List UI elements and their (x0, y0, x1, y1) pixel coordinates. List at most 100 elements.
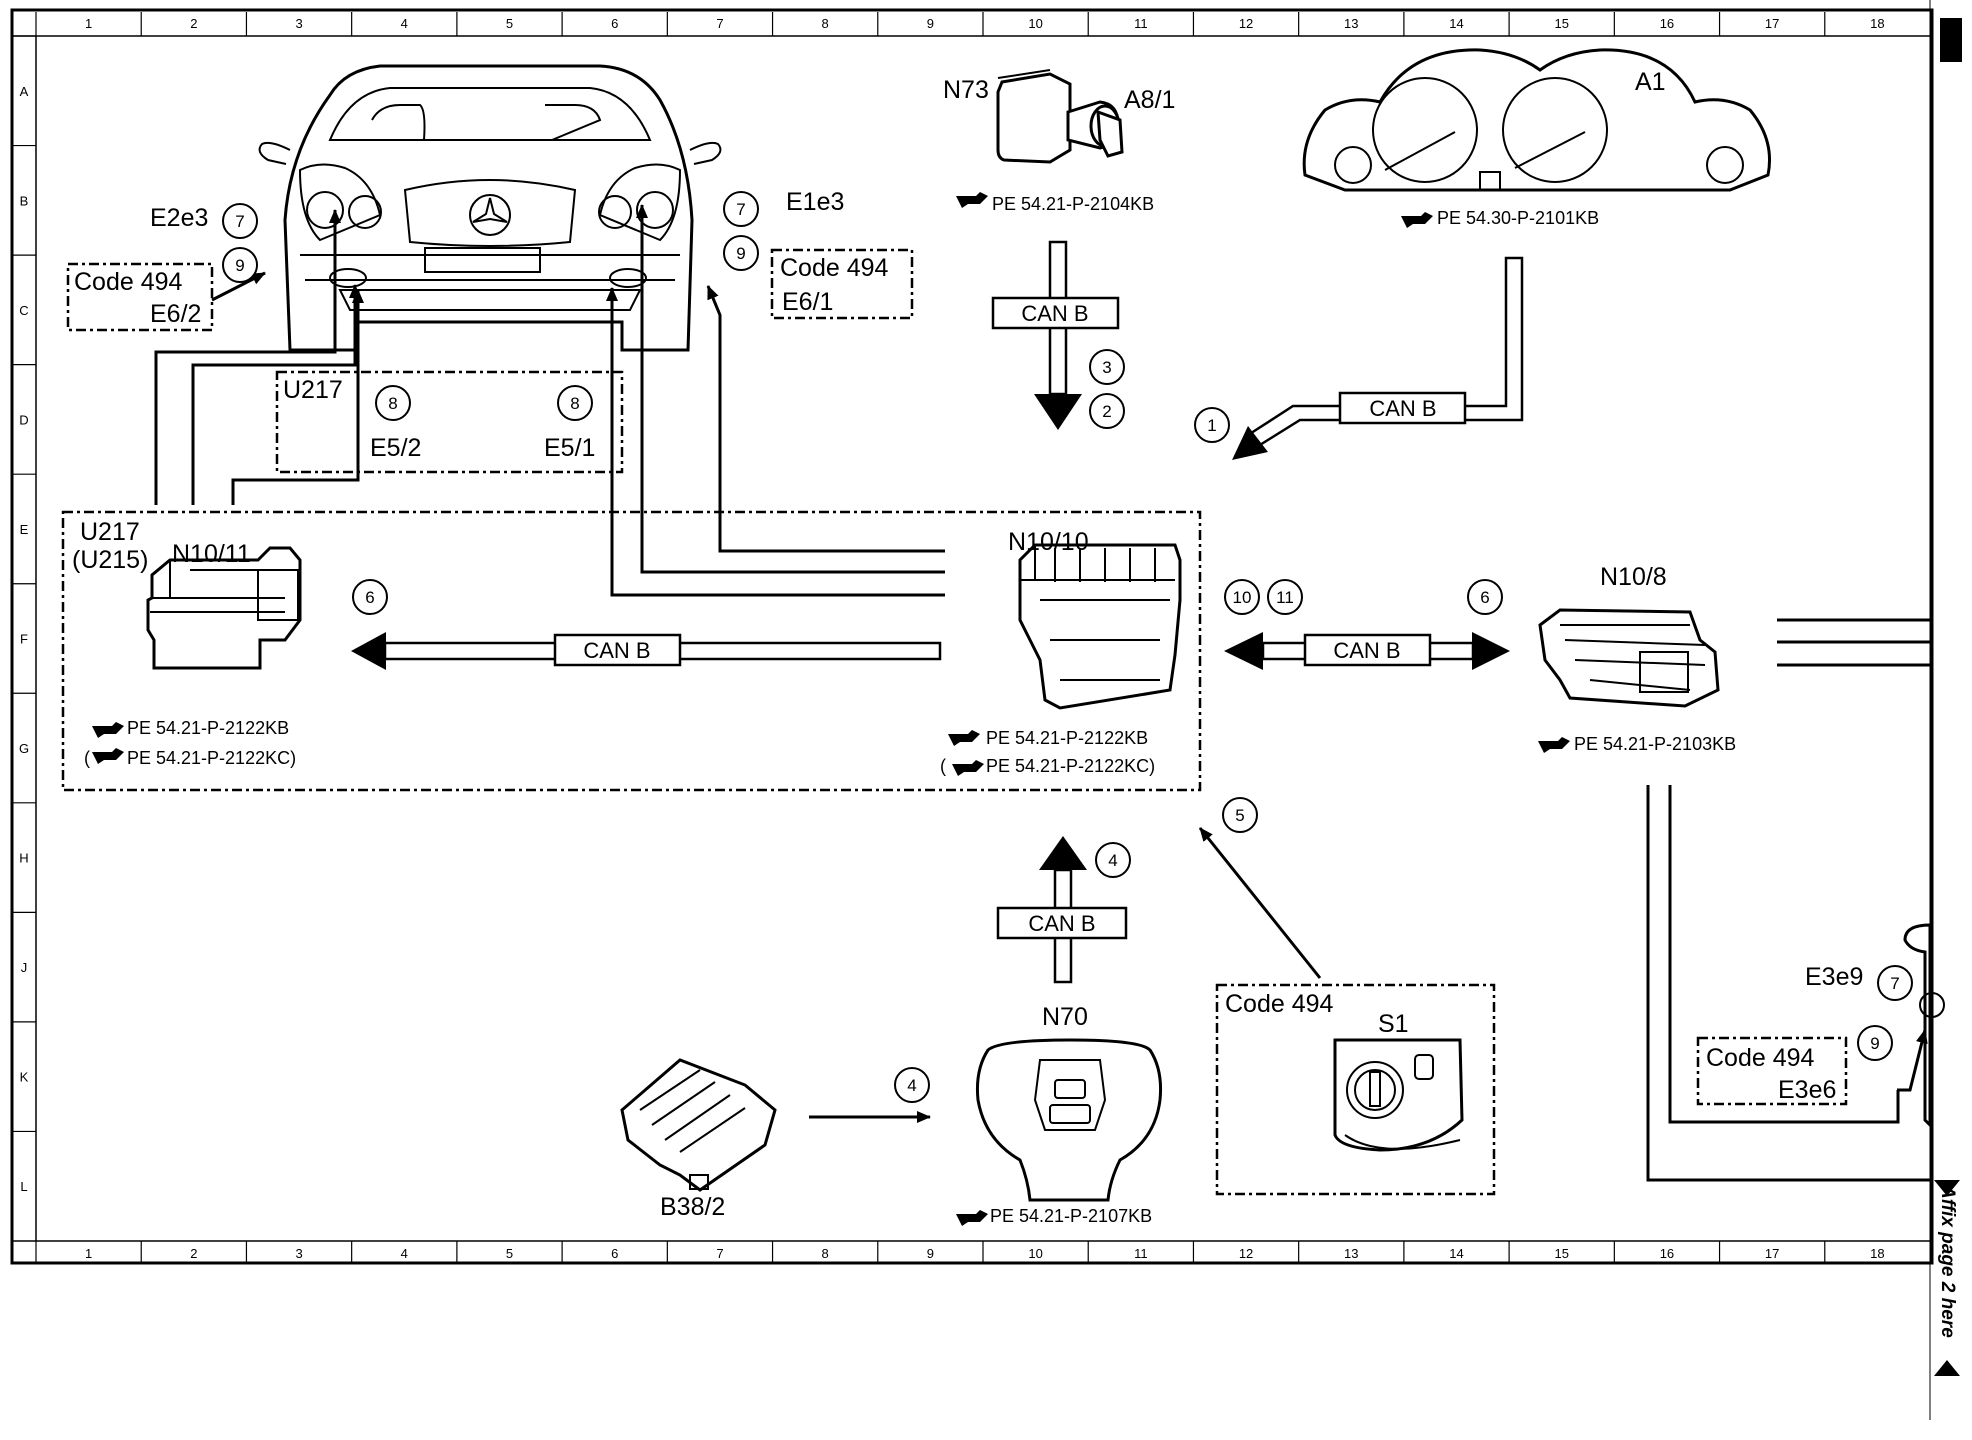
ref-n73: PE 54.21-P-2104KB (992, 194, 1154, 214)
marker-9: 9 (1870, 1034, 1879, 1053)
grid-column-label: 8 (822, 16, 829, 31)
label-code-494: Code 494 (1225, 990, 1334, 1018)
grid-column-label: 6 (611, 16, 618, 31)
affix-note: Affix page 2 here (1937, 1184, 1958, 1338)
grid-column-label: 16 (1660, 1246, 1674, 1261)
grid-column-label: 16 (1660, 16, 1674, 31)
instrument-cluster-illustration (1302, 48, 1772, 192)
grid-column-label: 3 (295, 1246, 302, 1261)
page-tab-mark (1940, 18, 1962, 62)
label-u217: U217 (283, 376, 343, 404)
grid-column-label: 10 (1028, 16, 1042, 31)
grid-column-label: 7 (716, 16, 723, 31)
grid-column-label: 12 (1239, 16, 1253, 31)
label-s1: S1 (1378, 1010, 1409, 1038)
ref-n10-11-kc-bracket: ( (84, 748, 90, 768)
label-n70: N70 (1042, 1003, 1088, 1031)
car-front-illustration (258, 64, 722, 352)
grid-column-label: 14 (1449, 16, 1463, 31)
can-b-label: CAN B (1021, 301, 1088, 326)
grid-column-label: 2 (190, 1246, 197, 1261)
marker-4: 4 (1108, 851, 1117, 870)
grid-row-label: J (21, 960, 28, 975)
grid-row-label: G (19, 741, 29, 756)
grid-column-label: 4 (401, 16, 408, 31)
reference-icon (92, 192, 1570, 1226)
label-code-494: Code 494 (780, 254, 889, 282)
marker-9: 9 (736, 244, 745, 263)
numbered-markers (222, 191, 1913, 1103)
grid-row-label: H (19, 851, 28, 866)
grid-row-label: C (19, 303, 28, 318)
label-e2e3: E2e3 (150, 204, 208, 232)
n70-overhead-panel-illustration (976, 1038, 1162, 1202)
ref-n70: PE 54.21-P-2107KB (990, 1206, 1152, 1226)
can-label-boxes (553, 296, 1467, 940)
label-u217: U217 (80, 518, 140, 546)
marker-6: 6 (1480, 588, 1489, 607)
grid-column-label: 10 (1028, 1246, 1042, 1261)
can-b-label: CAN B (1333, 638, 1400, 663)
rear-lamp-partial-illustration (1903, 923, 1945, 1129)
marker-8: 8 (388, 394, 397, 413)
grid-column-label: 11 (1134, 16, 1148, 31)
grid-column-label: 5 (506, 16, 513, 31)
label-n10-11: N10/11 (172, 540, 251, 568)
label-e3e9: E3e9 (1805, 963, 1863, 991)
label-e5-1: E5/1 (544, 434, 595, 462)
grid-column-label: 1 (85, 1246, 92, 1261)
ignition-switch-illustration (996, 69, 1124, 164)
marker-10: 10 (1233, 588, 1252, 607)
grid-row-label: B (20, 193, 29, 208)
label-e3e6: E3e6 (1778, 1076, 1836, 1104)
ref-n10-11-kc: PE 54.21-P-2122KC) (127, 748, 296, 768)
n10-8-module-illustration (1538, 608, 1720, 708)
ref-n10-10-kb: PE 54.21-P-2122KB (986, 728, 1148, 748)
grid-row-label: K (20, 1070, 29, 1085)
n10-10-module-illustration (1018, 543, 1182, 710)
wires (154, 204, 1930, 1182)
grid-column-label: 2 (190, 16, 197, 31)
ref-n10-10-kc-bracket: ( (940, 756, 946, 776)
n10-11-module-illustration (146, 546, 302, 670)
label-n10-10: N10/10 (1008, 528, 1089, 556)
marker-6: 6 (365, 588, 374, 607)
grid-column-label: 3 (295, 16, 302, 31)
grid-column-label: 18 (1870, 16, 1884, 31)
grid-column-label: 1 (85, 16, 92, 31)
grid-column-label: 13 (1344, 16, 1358, 31)
code-boxes (61, 248, 1848, 1196)
label-a1: A1 (1635, 68, 1666, 96)
marker-7: 7 (235, 212, 244, 231)
grid-row-label: E (20, 522, 29, 537)
ref-n10-8: PE 54.21-P-2103KB (1574, 734, 1736, 754)
grid-row-label: F (20, 632, 28, 647)
ref-n10-11-kb: PE 54.21-P-2122KB (127, 718, 289, 738)
grid-column-label: 17 (1765, 1246, 1779, 1261)
can-b-label: CAN B (583, 638, 650, 663)
affix-arrow-icon (1934, 1180, 1960, 1196)
marker-7: 7 (1890, 974, 1899, 993)
label-code-494: Code 494 (1706, 1044, 1815, 1072)
ref-a1: PE 54.30-P-2101KB (1437, 208, 1599, 228)
grid-column-label: 8 (822, 1246, 829, 1261)
label-a8-1: A8/1 (1124, 86, 1175, 114)
grid-column-label: 17 (1765, 16, 1779, 31)
grid-column-label: 9 (927, 16, 934, 31)
affix-arrow-icon (1934, 1360, 1960, 1376)
label-n73: N73 (943, 76, 989, 104)
frame: 1122334455667788991010111112121313141415… (10, 0, 1962, 1420)
marker-4: 4 (907, 1076, 916, 1095)
marker-2: 2 (1102, 402, 1111, 421)
grid-column-label: 15 (1554, 1246, 1568, 1261)
can-b-label: CAN B (1028, 911, 1095, 936)
grid-column-label: 18 (1870, 1246, 1884, 1261)
can-b-label: CAN B (1369, 396, 1436, 421)
ref-n10-10-kc: PE 54.21-P-2122KC) (986, 756, 1155, 776)
grid-column-label: 6 (611, 1246, 618, 1261)
grid-column-label: 9 (927, 1246, 934, 1261)
label-u215: (U215) (72, 546, 148, 574)
label-e6-1: E6/1 (782, 288, 833, 316)
b38-2-sensor-illustration (620, 1058, 777, 1192)
